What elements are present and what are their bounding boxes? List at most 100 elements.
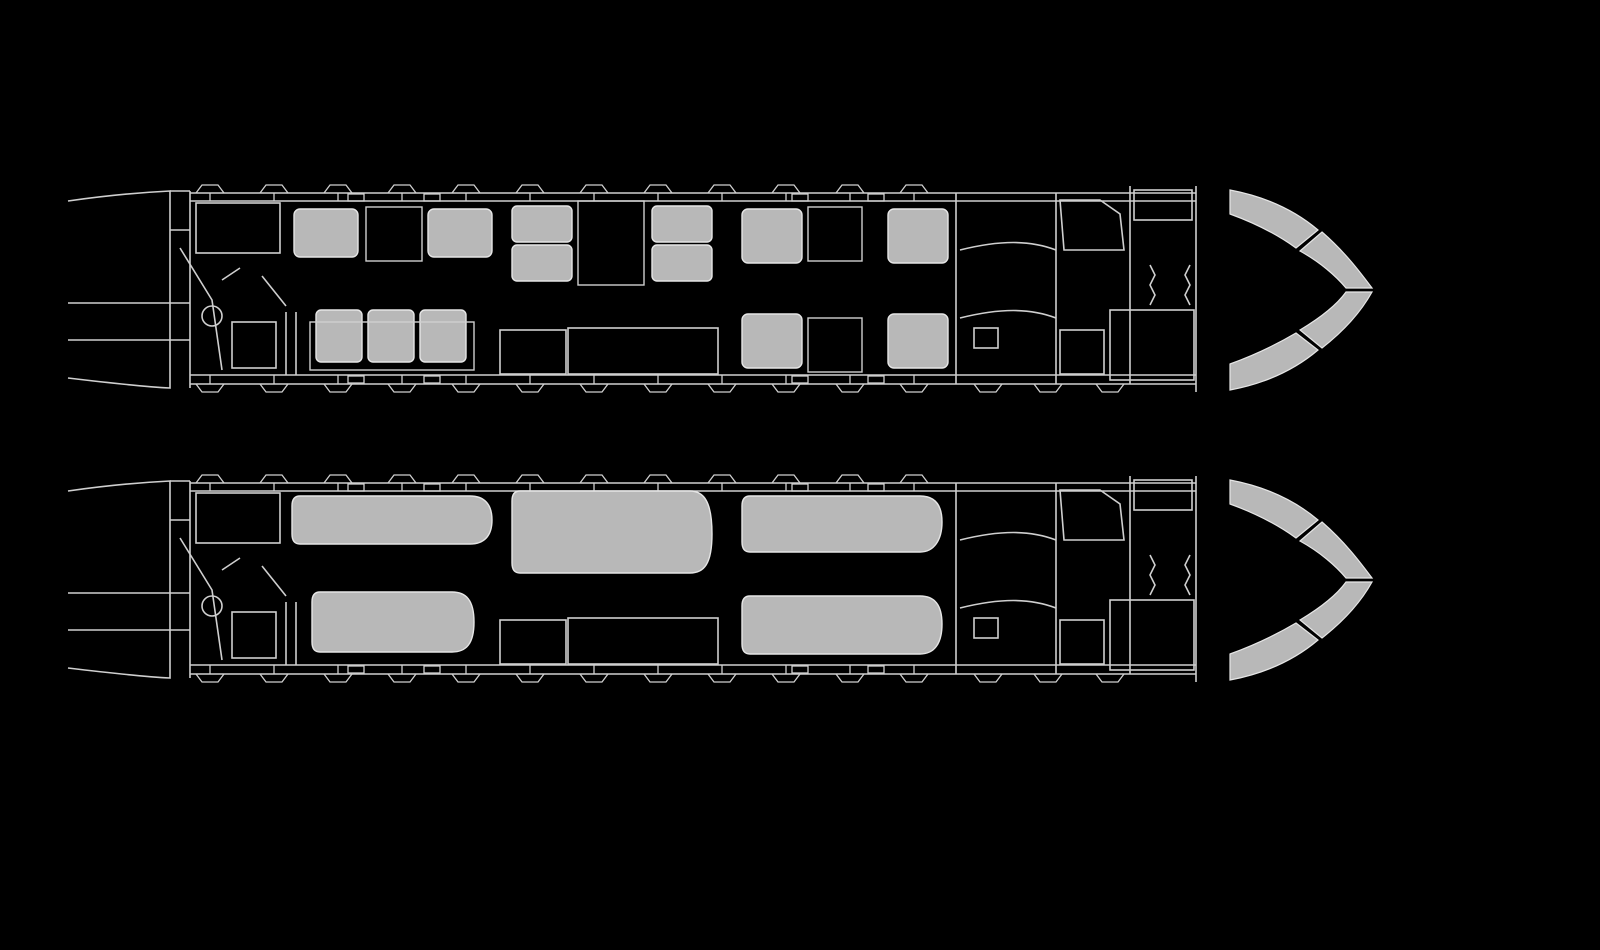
window-frame [1095, 383, 1125, 393]
fuselage-outline [67, 476, 1197, 682]
window-frame [515, 474, 545, 484]
window-frame [579, 383, 609, 393]
window-frame [707, 673, 737, 683]
seat [511, 205, 573, 243]
window-frame [195, 184, 225, 194]
window-frame [771, 673, 801, 683]
seat [651, 205, 713, 243]
divan-seat [315, 309, 363, 363]
seat-track-marker [423, 483, 441, 492]
window-frame [771, 383, 801, 393]
window-frame [515, 184, 545, 194]
window-frame [451, 383, 481, 393]
window-frame [195, 383, 225, 393]
seat [293, 208, 359, 258]
bed [291, 495, 493, 545]
window-frame [707, 383, 737, 393]
window-frames [195, 474, 1125, 683]
window-frame [259, 673, 289, 683]
window-frame [771, 474, 801, 484]
beds [291, 490, 943, 655]
window-frame [387, 383, 417, 393]
window-frame [771, 184, 801, 194]
seat [887, 313, 949, 369]
layout-sleeping [67, 474, 1374, 683]
window-frame [451, 474, 481, 484]
seat [511, 244, 573, 282]
seat-track-marker [791, 193, 809, 202]
seat [651, 244, 713, 282]
window-frame [973, 673, 1003, 683]
window-frame [451, 184, 481, 194]
seat-track-marker [347, 483, 365, 492]
fuselage-outline [67, 186, 1197, 392]
seat-track-marker [867, 193, 885, 202]
furniture [293, 205, 949, 369]
window-frame [899, 184, 929, 194]
seat [741, 208, 803, 264]
window-frame [259, 474, 289, 484]
window-frame [323, 383, 353, 393]
window-frame [643, 474, 673, 484]
windshield [1229, 479, 1374, 681]
window-frame [259, 184, 289, 194]
window-frame [579, 673, 609, 683]
window-frame [387, 474, 417, 484]
window-frame [579, 184, 609, 194]
window-frame [259, 383, 289, 393]
tables [309, 200, 863, 373]
window-frame [707, 184, 737, 194]
window-frame [643, 673, 673, 683]
window-frame [195, 673, 225, 683]
window-frame [387, 673, 417, 683]
divan-seat [419, 309, 467, 363]
seat-track-marker [791, 375, 809, 384]
bed [311, 591, 475, 653]
windshield [1229, 189, 1374, 391]
window-frame [899, 673, 929, 683]
window-frame [835, 673, 865, 683]
window-frame [387, 184, 417, 194]
seat-track-marker [791, 665, 809, 674]
seat-track-marker [347, 193, 365, 202]
seat-track-marker [791, 483, 809, 492]
window-frame [515, 383, 545, 393]
window-frame [707, 474, 737, 484]
bed [741, 595, 943, 655]
window-frame [899, 474, 929, 484]
seat [741, 313, 803, 369]
window-frame [835, 474, 865, 484]
seat-track-marker [867, 483, 885, 492]
window-frame [835, 184, 865, 194]
seat-track-marker [423, 665, 441, 674]
window-frame [579, 474, 609, 484]
seat-track-marker [867, 375, 885, 384]
seat-track-marker [423, 375, 441, 384]
bed [511, 490, 713, 574]
bed [741, 495, 943, 553]
window-frame [1033, 673, 1063, 683]
seat-track-marker [867, 665, 885, 674]
window-frame [515, 673, 545, 683]
seat [427, 208, 493, 258]
seat-track-marker [347, 375, 365, 384]
window-frame [643, 383, 673, 393]
window-frame [323, 184, 353, 194]
window-frame [973, 383, 1003, 393]
window-frame [1095, 673, 1125, 683]
window-frame [1033, 383, 1063, 393]
seat-track-marker [423, 193, 441, 202]
layout-seating [67, 184, 1374, 393]
window-frame [195, 474, 225, 484]
window-frame [451, 673, 481, 683]
window-frame [323, 474, 353, 484]
window-frame [643, 184, 673, 194]
window-frame [899, 383, 929, 393]
window-frame [323, 673, 353, 683]
window-frame [835, 383, 865, 393]
divan-seat [367, 309, 415, 363]
seat [887, 208, 949, 264]
seat-track-marker [347, 665, 365, 674]
